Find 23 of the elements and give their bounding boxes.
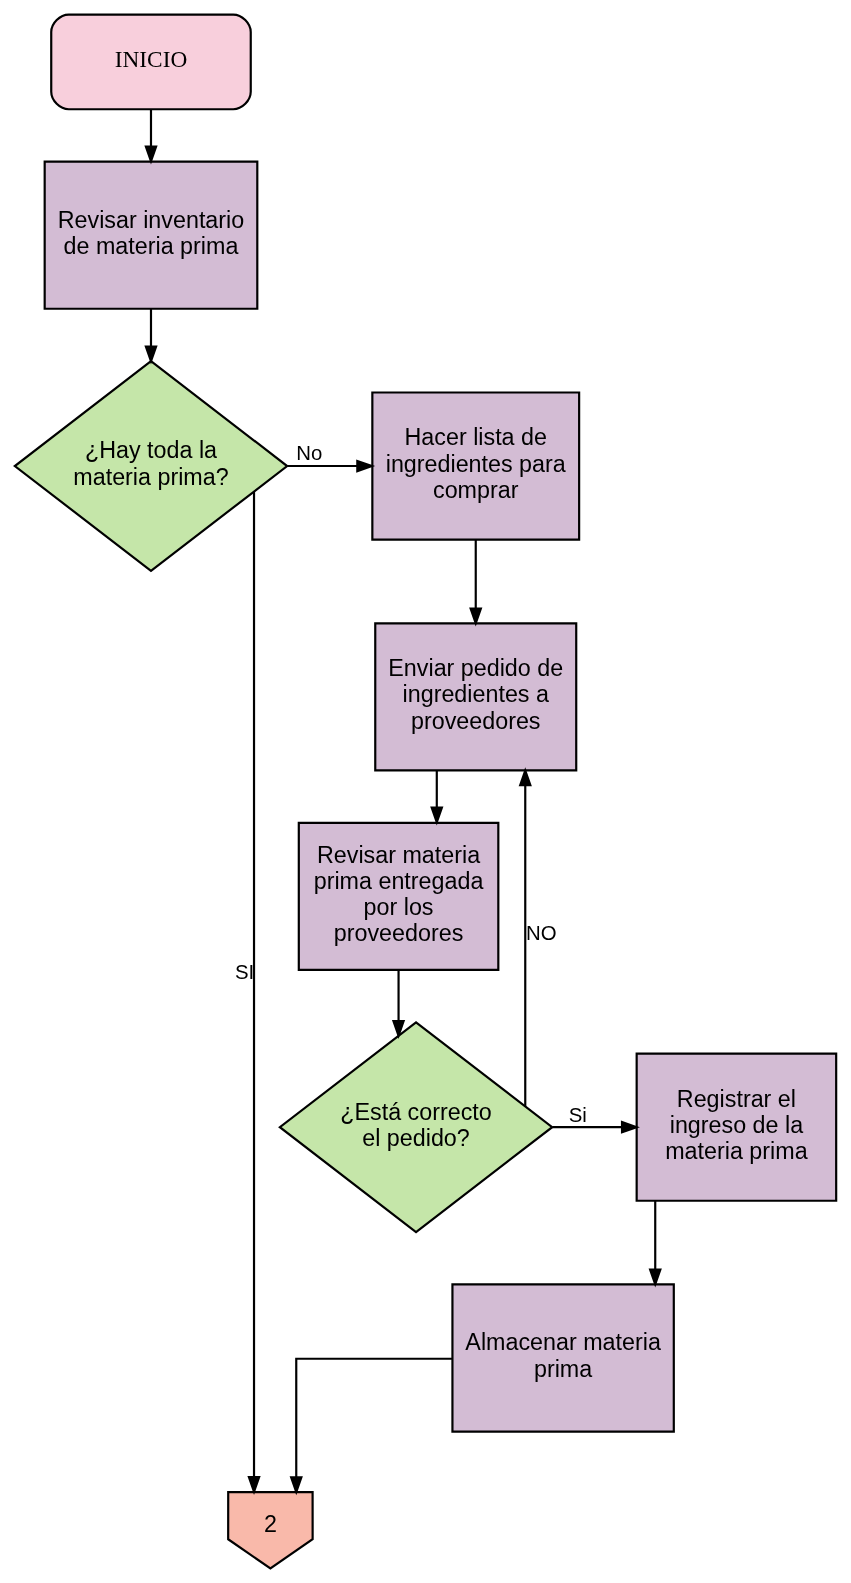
node-box: Revisar inventario de materia prima [43, 160, 259, 310]
arrow [552, 1120, 640, 1134]
arrow [469, 539, 483, 627]
arrow [144, 308, 158, 365]
node-box: INICIO [50, 13, 252, 111]
node-box: Revisar materia prima entregada por los proveedores [297, 821, 500, 971]
node-box: Registrar el ingreso de la materia prima [635, 1052, 838, 1202]
arrow [289, 1357, 453, 1496]
node-box: Enviar pedido de ingredientes a proveedores [374, 622, 578, 772]
arrow [391, 970, 406, 1039]
node-diamond: ¿Hay toda la materia prima? [13, 359, 289, 573]
node-box: Hacer lista de ingredientes para comprar [371, 391, 581, 541]
arrow [287, 459, 376, 473]
edge-label: No [296, 442, 323, 465]
edge-label: Si [568, 1103, 587, 1126]
arrow [430, 770, 444, 826]
arrow [648, 1200, 662, 1288]
arrow [247, 491, 261, 1495]
node-box: Almacenar materia prima [451, 1283, 675, 1433]
arrow [144, 109, 158, 165]
arrow [518, 767, 532, 1107]
edge-label: SI [234, 960, 255, 983]
edge-label: NO [525, 922, 557, 945]
